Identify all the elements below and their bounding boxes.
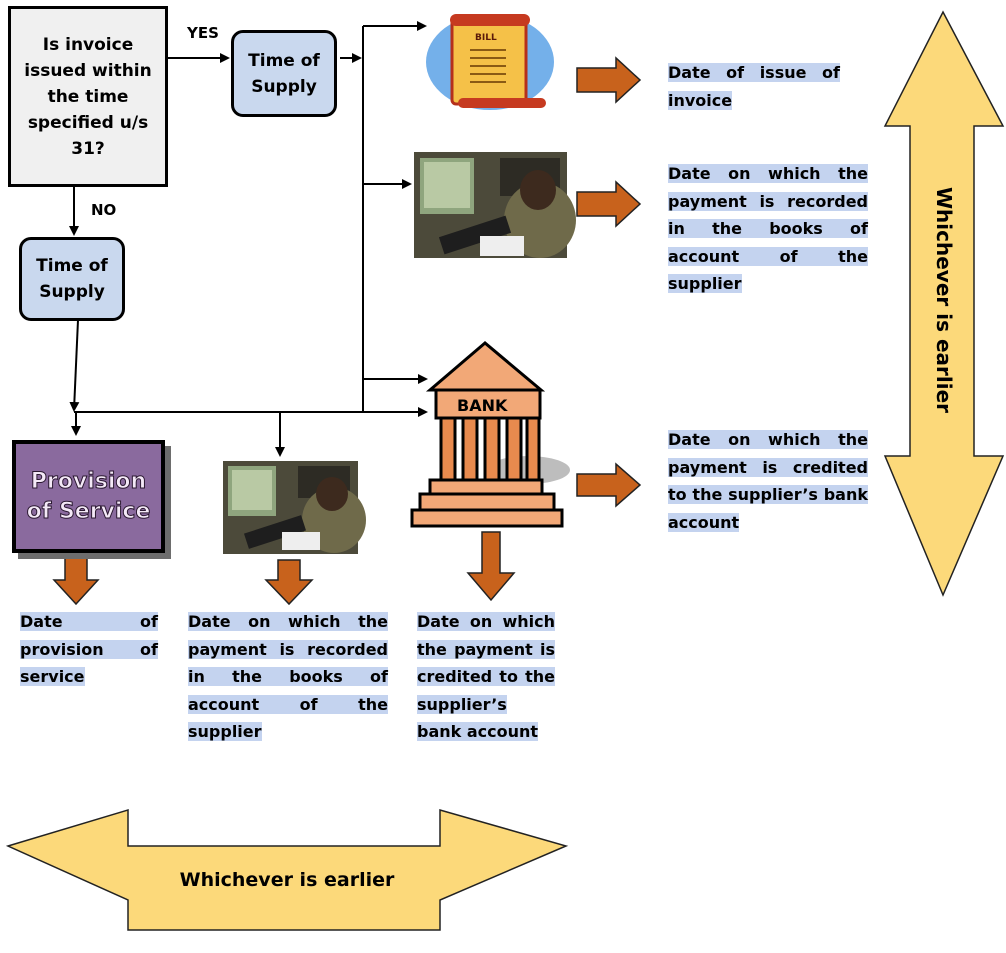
invoice-date-text: Date of issue of invoice bbox=[668, 63, 840, 110]
bill-icon bbox=[426, 14, 554, 110]
invoice-question-text: Is invoice issued within the time specif… bbox=[24, 34, 152, 159]
provision-of-service-text: Provision of Service bbox=[26, 468, 151, 524]
computer-photo-right bbox=[414, 152, 576, 258]
orange-arrow-credited bbox=[576, 462, 642, 508]
bank-icon-label: BANK bbox=[457, 396, 508, 415]
orange-arrow-recorded bbox=[576, 180, 642, 228]
horizontal-double-arrow bbox=[5, 808, 569, 931]
no-tos-down bbox=[69, 319, 80, 412]
orange-arrow-bank bbox=[466, 531, 516, 602]
time-of-supply-no-text: Time of Supply bbox=[36, 256, 108, 302]
orange-arrow-invoice bbox=[576, 56, 642, 104]
whichever-horizontal-label: Whichever is earlier bbox=[179, 869, 395, 891]
orange-arrow-computer bbox=[264, 559, 314, 606]
no-label: NO bbox=[91, 201, 117, 219]
yes-label: YES bbox=[187, 24, 219, 42]
bank-icon bbox=[410, 341, 570, 528]
recorded-date-text-right: Date on which the payment is recorded in… bbox=[668, 164, 868, 293]
provision-of-service-box: Provision of Service bbox=[12, 440, 165, 553]
time-of-supply-yes-text: Time of Supply bbox=[248, 50, 320, 97]
vertical-double-arrow bbox=[883, 10, 1005, 597]
whichever-vertical-label: Whichever is earlier bbox=[932, 186, 956, 414]
provision-date-text: Date of provision of service bbox=[20, 612, 158, 686]
orange-arrow-provision bbox=[52, 555, 100, 606]
time-of-supply-yes-box: Time of Supply bbox=[231, 30, 337, 117]
credited-date-text-right: Date on which the payment is credited to… bbox=[668, 430, 868, 532]
computer-photo-bottom bbox=[223, 461, 366, 554]
time-of-supply-no-box: Time of Supply bbox=[19, 237, 125, 321]
recorded-date-text-bottom: Date on which the payment is recorded in… bbox=[188, 612, 388, 741]
bill-icon-label: BILL bbox=[475, 33, 497, 43]
credited-date-text-bottom: Date on which the payment is credited to… bbox=[417, 612, 555, 741]
invoice-question-box: Is invoice issued within the time specif… bbox=[8, 6, 168, 187]
